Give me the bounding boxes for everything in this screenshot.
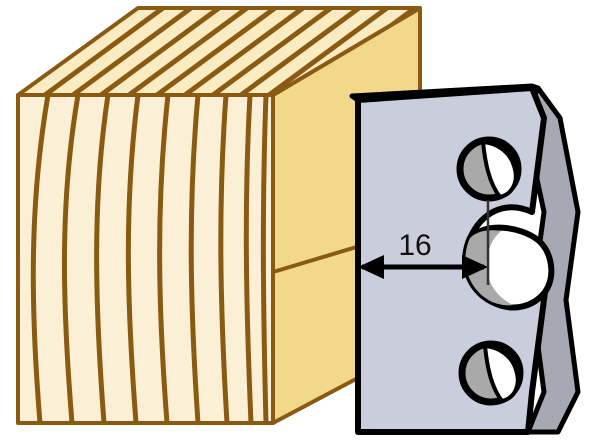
mounting-hole-upper [456, 136, 522, 202]
wood-front-grain [30, 95, 269, 423]
wood-block [16, 6, 422, 425]
mounting-hole-lower-highlight [483, 344, 520, 403]
dimension-arrow-right [462, 255, 488, 279]
dimension-value: 16 [398, 229, 431, 262]
mounting-hole-upper-highlight [481, 140, 518, 199]
profile-notch-shadow [465, 230, 513, 306]
wood-top-grain [43, 8, 417, 95]
width-dimension: 16 [358, 229, 488, 279]
dimension-arrow-left [358, 255, 384, 279]
wood-front-face [16, 93, 275, 425]
profile-knife [349, 83, 581, 435]
mounting-hole-lower [458, 340, 524, 406]
